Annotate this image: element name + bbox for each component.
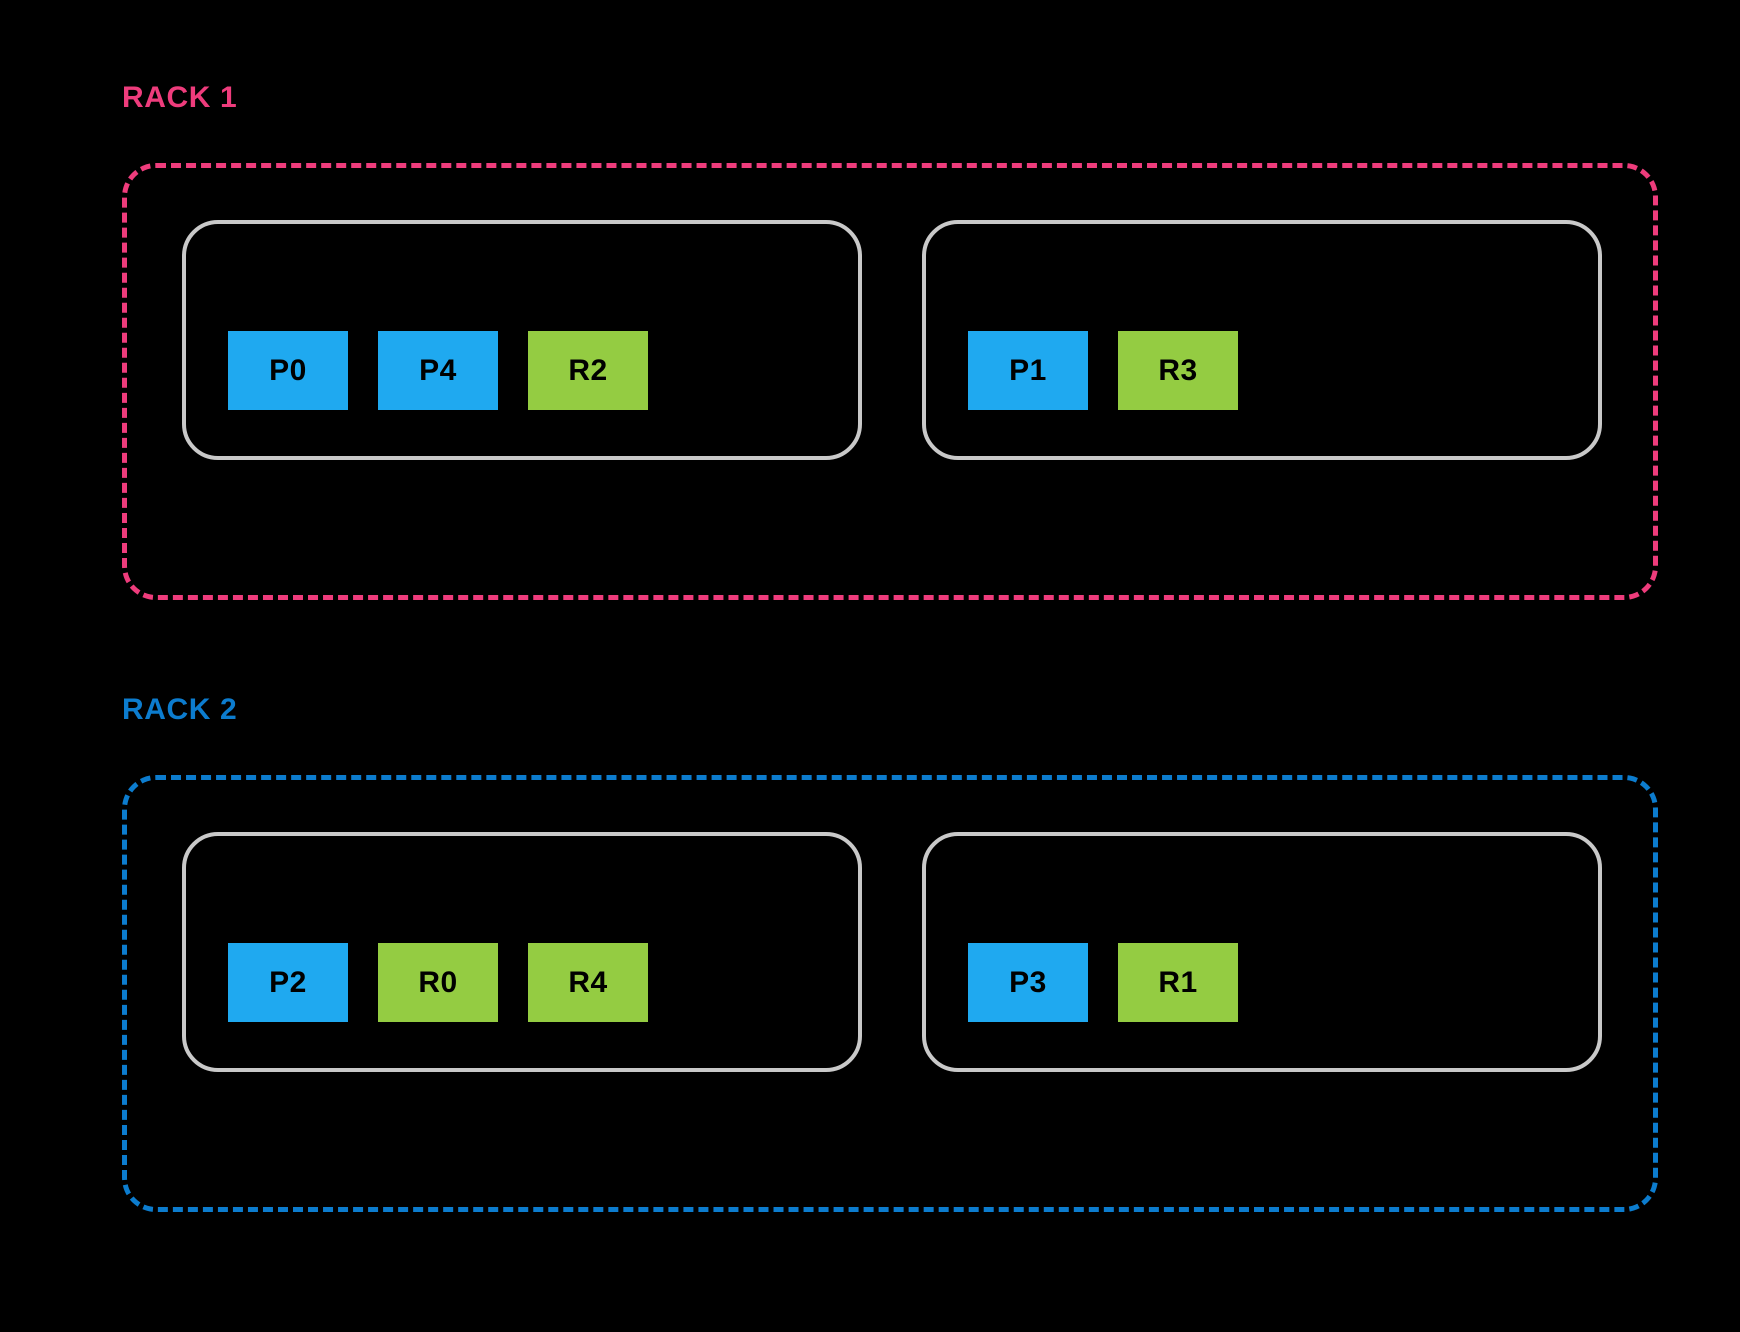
rack-label: RACK 2 bbox=[122, 693, 238, 726]
partition-chip[interactable]: P3 bbox=[968, 943, 1088, 1022]
rack-group-1: RACK 1 P0 P4 R2 P1 R3 bbox=[122, 83, 1658, 600]
node-box[interactable]: P0 P4 R2 bbox=[182, 220, 862, 460]
partition-chip[interactable]: P0 bbox=[228, 331, 348, 410]
replica-chip[interactable]: R3 bbox=[1118, 331, 1238, 410]
shard-row: P0 P4 R2 bbox=[228, 331, 648, 410]
partition-chip[interactable]: P4 bbox=[378, 331, 498, 410]
node-box[interactable]: P2 R0 R4 bbox=[182, 832, 862, 1072]
rack-group-2: RACK 2 P2 R0 R4 P3 R1 bbox=[122, 695, 1658, 1212]
replica-chip[interactable]: R0 bbox=[378, 943, 498, 1022]
rack-boundary bbox=[122, 775, 1658, 1212]
shard-row: P1 R3 bbox=[968, 331, 1238, 410]
node-box[interactable]: P3 R1 bbox=[922, 832, 1602, 1072]
rack-label: RACK 1 bbox=[122, 81, 238, 114]
shard-row: P3 R1 bbox=[968, 943, 1238, 1022]
replica-chip[interactable]: R1 bbox=[1118, 943, 1238, 1022]
partition-chip[interactable]: P2 bbox=[228, 943, 348, 1022]
replica-chip[interactable]: R2 bbox=[528, 331, 648, 410]
shard-row: P2 R0 R4 bbox=[228, 943, 648, 1022]
node-box[interactable]: P1 R3 bbox=[922, 220, 1602, 460]
partition-chip[interactable]: P1 bbox=[968, 331, 1088, 410]
rack-boundary bbox=[122, 163, 1658, 600]
replica-chip[interactable]: R4 bbox=[528, 943, 648, 1022]
